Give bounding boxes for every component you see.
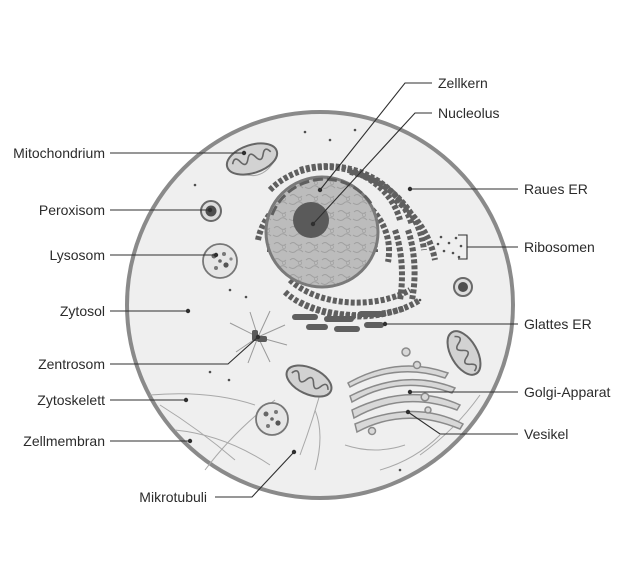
leader-mikrotubuli [215, 451, 295, 498]
leader-zentrosom-dot [255, 334, 261, 340]
golgi-apparatus [347, 347, 465, 436]
label-nucleolus: Nucleolus [438, 105, 499, 121]
leader-lines [110, 82, 518, 498]
label-zytoskelett: Zytoskelett [37, 392, 105, 408]
label-lysosom: Lysosom [49, 247, 105, 263]
label-raues-er: Raues ER [524, 181, 588, 197]
leader-glattes-er-dot [382, 321, 388, 327]
label-ribosomen: Ribosomen [524, 239, 595, 255]
label-zellmembran: Zellmembran [23, 433, 105, 449]
label-zytosol: Zytosol [60, 303, 105, 319]
leader-vesikel [407, 411, 518, 435]
labels: Zellkern Nucleolus Mitochondrium Raues E… [13, 75, 610, 505]
peroxisome-2 [453, 277, 473, 297]
leader-lysosom-dot [213, 252, 219, 258]
mitochondrion-lower [285, 364, 333, 398]
leader-golgi-dot [407, 389, 413, 395]
leader-zytosol-dot [185, 308, 191, 314]
label-vesikel: Vesikel [524, 426, 568, 442]
mitochondrion-right [446, 330, 482, 376]
nucleolus [293, 202, 329, 238]
leader-zytoskelett-dot [183, 397, 189, 403]
leader-zentrosom [110, 336, 259, 365]
lysosome [202, 243, 238, 279]
lysosome-2 [255, 402, 289, 436]
label-glattes-er: Glattes ER [524, 316, 592, 332]
leader-raues-er-dot [407, 186, 413, 192]
leader-nucleolus [312, 112, 432, 225]
label-mikrotubuli: Mikrotubuli [139, 489, 207, 505]
leader-vesikel-dot [405, 409, 411, 415]
leader-mikrotubuli-dot [291, 449, 297, 455]
leader-peroxisom-dot [207, 207, 213, 213]
leader-nucleolus-dot [310, 221, 316, 227]
mitochondrion-upper [225, 142, 279, 176]
label-zentrosom: Zentrosom [38, 356, 105, 372]
label-golgi-apparat: Golgi-Apparat [524, 384, 610, 400]
label-mitochondrium: Mitochondrium [13, 145, 105, 161]
leader-zellkern-dot [317, 187, 323, 193]
leader-zellmembran-dot [187, 438, 193, 444]
leader-zellkern [319, 82, 432, 191]
nucleus-group [255, 163, 438, 320]
free-ribosomes [193, 128, 463, 472]
label-peroxisom: Peroxisom [39, 202, 105, 218]
leader-mitochondrium-dot [241, 150, 247, 156]
label-zellkern: Zellkern [438, 75, 488, 91]
